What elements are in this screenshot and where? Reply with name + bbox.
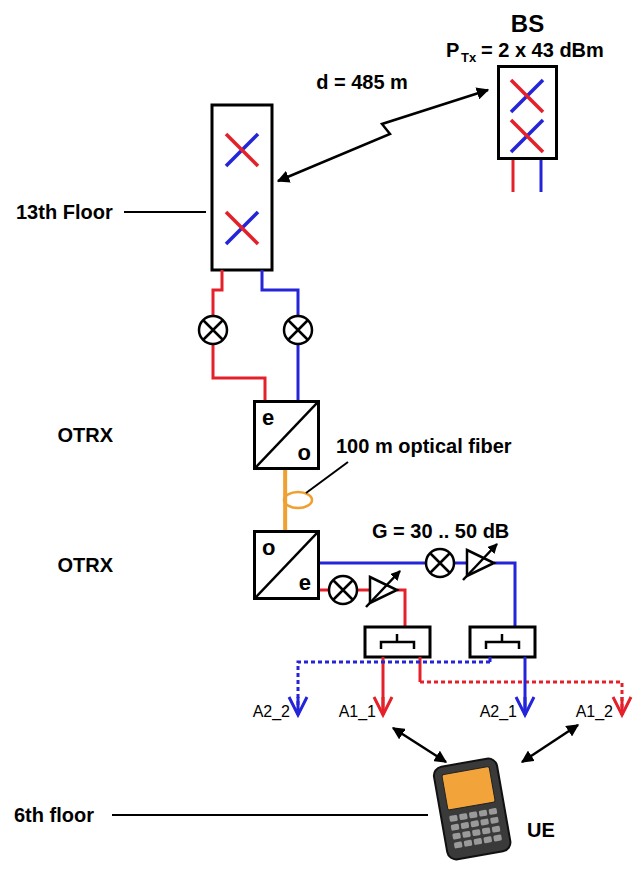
antenna-name: A1_1 bbox=[339, 703, 376, 721]
antenna-symbol bbox=[516, 697, 534, 715]
annotation: P bbox=[446, 39, 459, 62]
radio-link-arrow bbox=[278, 90, 488, 181]
coupler-symbol bbox=[501, 634, 504, 642]
port-letter: e bbox=[262, 405, 274, 430]
leader-line bbox=[124, 211, 206, 213]
base-station-antenna: BS bbox=[497, 65, 558, 160]
amplifier-symbol bbox=[463, 544, 497, 580]
antenna-element bbox=[226, 134, 258, 166]
wire bbox=[524, 657, 527, 715]
amplifier-symbol bbox=[366, 571, 400, 607]
leader-line bbox=[112, 814, 428, 816]
node-heading: OTRX bbox=[57, 554, 113, 577]
node-heading: BS bbox=[511, 10, 544, 38]
mixer-symbol bbox=[329, 576, 357, 604]
optical-fiber bbox=[283, 470, 287, 530]
port-letter: e bbox=[299, 570, 311, 595]
antenna-name: A2_2 bbox=[253, 703, 290, 721]
antenna-symbol bbox=[289, 697, 307, 715]
leader-line bbox=[306, 462, 348, 493]
antenna-symbol bbox=[613, 697, 631, 715]
port-letter: o bbox=[262, 535, 275, 560]
antenna-element bbox=[226, 212, 258, 244]
annotation: 6th floor bbox=[14, 804, 94, 827]
annotation: = 2 x 43 dBm bbox=[481, 39, 604, 62]
wire bbox=[540, 160, 543, 192]
optical-transceiver: OTRXoe bbox=[253, 530, 320, 600]
antenna-name: A1_2 bbox=[576, 703, 613, 721]
annotation: 13th Floor bbox=[16, 201, 113, 224]
antenna-element bbox=[511, 120, 543, 152]
antenna-symbol bbox=[621, 697, 624, 715]
antenna-element bbox=[511, 80, 543, 112]
wire bbox=[454, 562, 466, 565]
antenna-element bbox=[511, 80, 543, 112]
mixer-symbol bbox=[284, 316, 312, 344]
wire bbox=[213, 344, 265, 400]
port-letter: o bbox=[298, 440, 311, 465]
wire bbox=[397, 590, 405, 627]
splitter-box bbox=[470, 627, 535, 657]
annotation: G = 30 .. 50 dB bbox=[372, 520, 509, 543]
wire bbox=[494, 563, 515, 627]
antenna-symbol bbox=[524, 697, 527, 715]
wire bbox=[213, 270, 222, 316]
mixer-symbol bbox=[199, 316, 227, 344]
coupler-symbol bbox=[381, 642, 414, 649]
fiber-loop bbox=[284, 492, 312, 508]
coupler-symbol bbox=[486, 642, 519, 649]
splitter-box bbox=[365, 627, 430, 657]
antenna-element bbox=[511, 120, 543, 152]
wire bbox=[382, 657, 385, 715]
phone-illustration bbox=[432, 757, 511, 861]
antenna-element bbox=[226, 212, 258, 244]
annotation: Tx bbox=[461, 51, 476, 66]
wire bbox=[357, 589, 369, 592]
antenna-symbol bbox=[382, 697, 385, 715]
wire bbox=[512, 160, 515, 192]
antenna-symbol bbox=[374, 697, 392, 715]
mixer-symbol bbox=[426, 549, 454, 577]
antenna-name: A2_1 bbox=[480, 703, 517, 721]
radio-link-arrow bbox=[393, 728, 446, 762]
wire bbox=[320, 562, 426, 565]
optical-transceiver: OTRXeo bbox=[253, 400, 320, 470]
wire bbox=[262, 270, 298, 316]
wire bbox=[298, 662, 490, 715]
radio-link-arrow bbox=[522, 725, 578, 762]
coupler-symbol bbox=[396, 634, 399, 642]
antenna-element bbox=[226, 134, 258, 166]
wire bbox=[320, 589, 329, 592]
wire bbox=[297, 344, 300, 400]
node-heading: OTRX bbox=[57, 424, 113, 447]
antenna-panel bbox=[212, 105, 272, 270]
annotation: UE bbox=[527, 819, 555, 842]
annotation: d = 485 m bbox=[316, 71, 408, 94]
antenna-symbol bbox=[297, 697, 300, 715]
annotation: 100 m optical fiber bbox=[336, 435, 512, 458]
